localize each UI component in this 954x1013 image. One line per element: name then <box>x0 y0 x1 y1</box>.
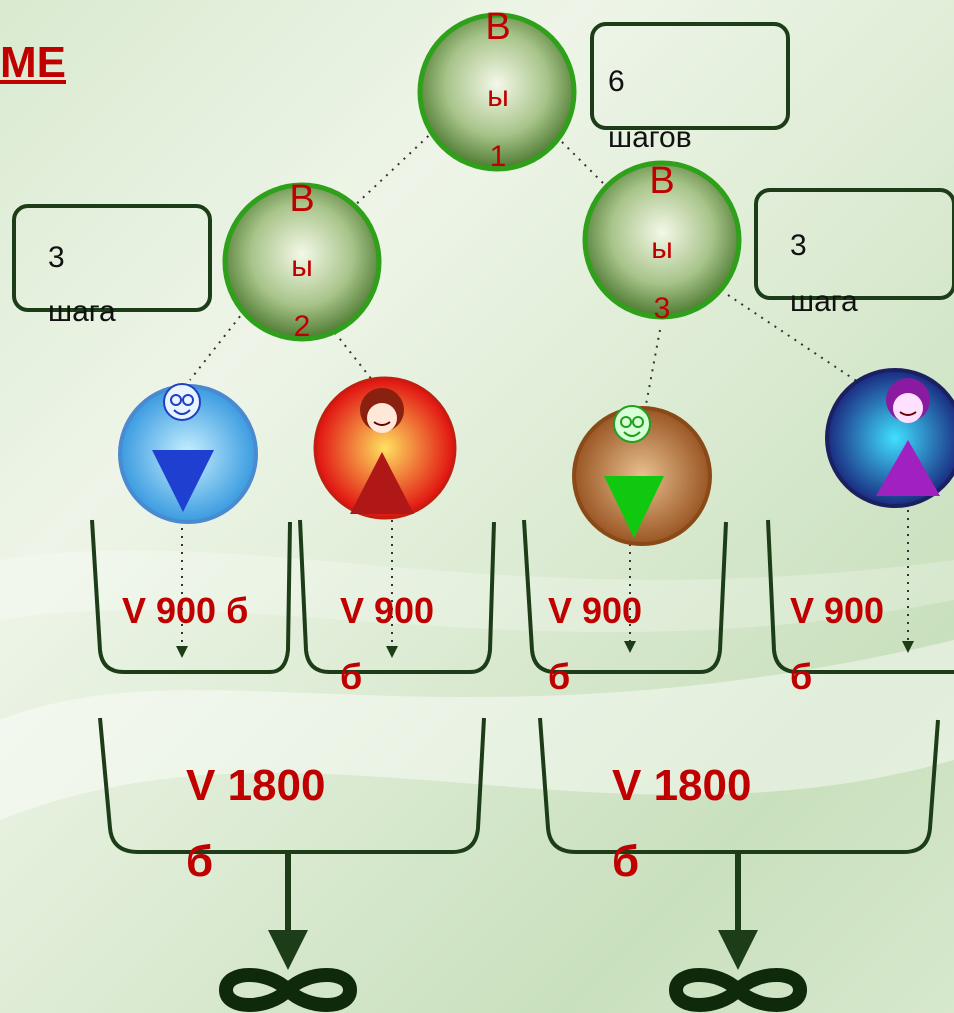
steps-box-1-unit: шагов <box>608 121 692 154</box>
node-2-number: 2 <box>293 310 311 343</box>
volume-large-2-unit: б <box>612 837 640 886</box>
drop-arrowheads <box>176 641 914 658</box>
volume-small-3: V 900 <box>548 590 643 631</box>
small-containers <box>90 519 954 674</box>
volume-small-2: V 900 <box>340 590 435 631</box>
container-1 <box>90 519 292 674</box>
node-3-number: 3 <box>653 292 671 325</box>
infinity-icon <box>218 968 808 1012</box>
node-2 <box>222 182 382 342</box>
node-1 <box>417 12 577 172</box>
container-large-2 <box>538 717 940 854</box>
node-3-mid: ы <box>651 232 673 265</box>
person-2 <box>313 376 457 520</box>
node-1-letter: В <box>485 6 511 48</box>
volume-small-4: V 900 <box>790 590 885 631</box>
container-4 <box>766 519 954 674</box>
volume-small-1: V 900 б <box>122 590 249 631</box>
steps-box-3-count: 3 <box>790 229 807 262</box>
steps-box-3-unit: шага <box>790 285 858 318</box>
steps-box-2-unit: шага <box>48 295 116 328</box>
edge-2-a <box>189 309 246 381</box>
large-containers <box>98 717 940 854</box>
node-3-letter: В <box>649 160 675 202</box>
volume-large-1: V 1800 <box>186 761 326 810</box>
volume-small-4-unit: б <box>790 656 813 697</box>
steps-box-1 <box>590 22 790 130</box>
volume-large-2: V 1800 <box>612 761 752 810</box>
page-title: МЕ <box>0 38 66 87</box>
container-2 <box>298 519 496 674</box>
steps-box-3 <box>754 188 954 300</box>
container-3 <box>522 519 728 674</box>
edge-1-2 <box>349 124 441 211</box>
node-1-mid: ы <box>487 80 509 113</box>
node-2-mid: ы <box>291 250 313 283</box>
volume-small-3-unit: б <box>548 656 571 697</box>
person-4 <box>825 368 954 508</box>
edge-3-a <box>644 329 661 411</box>
container-large-1 <box>98 717 486 854</box>
person-3 <box>572 405 712 546</box>
arrows <box>268 854 758 970</box>
steps-box-2-count: 3 <box>48 241 65 274</box>
volume-large-1-unit: б <box>186 837 214 886</box>
node-1-number: 1 <box>489 140 507 173</box>
person-1 <box>118 383 258 524</box>
node-3 <box>582 160 742 320</box>
volume-small-2-unit: б <box>340 656 363 697</box>
connectors <box>181 124 909 650</box>
node-2-letter: В <box>289 178 315 220</box>
steps-box-1-count: 6 <box>608 65 625 98</box>
steps-box-2 <box>12 204 212 312</box>
